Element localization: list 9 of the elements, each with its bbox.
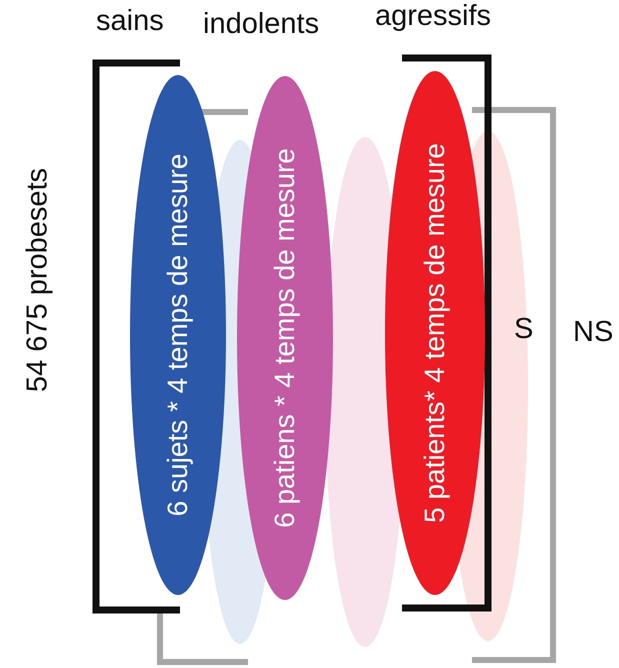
bracket-label: NS	[573, 316, 614, 349]
axis-label: 54 675 probesets	[22, 168, 54, 392]
group-description: 6 patiens * 4 temps de mesure	[269, 148, 301, 528]
bracket-label: S	[514, 313, 534, 346]
group-heading: sains	[96, 5, 164, 38]
group-heading: agressifs	[375, 0, 492, 33]
group-heading: indolents	[203, 8, 320, 41]
group-description: 5 patients* 4 temps de mesure	[419, 143, 451, 523]
group-description: 6 sujets * 4 temps de mesure	[162, 154, 194, 516]
